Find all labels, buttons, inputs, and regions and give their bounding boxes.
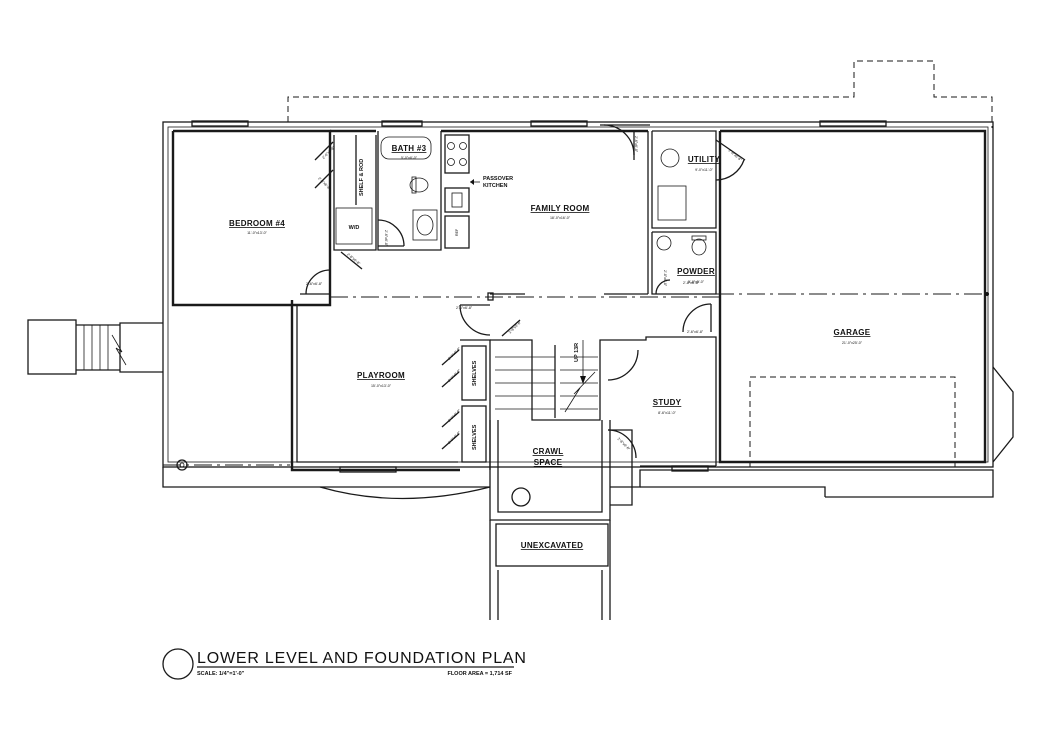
room-name-garage: GARAGE	[834, 328, 871, 337]
kitchen-label: KITCHEN	[483, 183, 507, 189]
room-dim-playroom: 15'-0"x13'-0"	[371, 384, 392, 388]
room-dim-family: 18'-0"x16'-0"	[550, 216, 571, 220]
title-block: LOWER LEVEL AND FOUNDATION PLAN SCALE: 1…	[162, 648, 527, 680]
room-labels: BEDROOM #4 11'-0"x13'-0" BATH #3 5'-0"x8…	[229, 144, 871, 550]
door-label: 2'-8"x6'-8"	[728, 149, 743, 163]
room-name-playroom: PLAYROOM	[357, 371, 405, 380]
shelves-label: SHELVES	[472, 424, 478, 450]
room-name-family: FAMILY ROOM	[531, 204, 590, 213]
shelves-label: SHELVES	[472, 360, 478, 386]
stair-block	[490, 339, 608, 421]
room-name-crawl: CRAWL	[533, 447, 564, 456]
room-dim-utility: 9'-0"x11'-0"	[695, 168, 714, 172]
room-dim-bath: 5'-0"x8'-0"	[401, 156, 418, 160]
bedroom-walls	[171, 129, 377, 307]
crawl-space-walls	[489, 420, 611, 620]
title-bubble	[162, 648, 194, 680]
plan-floor-area: FLOOR AREA = 1,714 SF	[447, 671, 512, 677]
door-label: 2'-6"x6'-8"	[447, 430, 462, 445]
room-name-unexcavated: UNEXCAVATED	[521, 541, 583, 550]
room-dim-powder: 5'-0"x5'-0"	[688, 280, 705, 284]
room-name-space: SPACE	[534, 458, 563, 467]
room-name-powder: POWDER	[677, 267, 715, 276]
study-walls	[608, 336, 717, 506]
playroom-walls	[290, 300, 491, 500]
shelf-rod-label: SHELF & ROD	[359, 159, 365, 196]
room-name-bath: BATH #3	[392, 144, 427, 153]
annotation-labels: SHELF & ROD W/D PASSOVER KITCHEN REF SHE…	[349, 159, 580, 450]
door-label: 2'-6"x6'-8"	[447, 408, 462, 423]
door-label: 2'-6"x6'-8"	[456, 306, 473, 310]
door-label: 2'-8"x6'-8"	[508, 320, 523, 335]
exterior-walls	[162, 121, 1014, 498]
door-label: 2'-6"x6'-8"	[447, 346, 462, 361]
plan-scale: SCALE: 1/4"=1'-0"	[197, 671, 245, 677]
passover-label: PASSOVER	[483, 176, 513, 182]
door-label: 2'-6"x6'-8"	[687, 330, 704, 334]
upper-foundation-outline	[287, 60, 993, 128]
exterior-stair	[27, 319, 163, 375]
room-name-utility: UTILITY	[688, 155, 721, 164]
door-label: 2'-6"x6'-8"	[634, 136, 638, 153]
room-dim-garage: 21'-0"x25'-0"	[842, 341, 863, 345]
door-label: 2'-8"x6'-8"	[663, 270, 667, 287]
bath-walls	[377, 131, 442, 251]
garage-walls	[716, 129, 989, 468]
room-name-bedroom: BEDROOM #4	[229, 219, 285, 228]
room-dim-study: 8'-6"x11'-0"	[658, 411, 677, 415]
door-label: 2'-6"x6'-8"	[306, 282, 323, 286]
door-label: 2'-6"x6'-8"	[384, 230, 388, 247]
room-name-study: STUDY	[653, 398, 682, 407]
passover-kitchen	[444, 134, 480, 249]
ref-label: REF	[455, 228, 459, 236]
door-label: 2'-8"x6'-8"	[346, 252, 361, 266]
doors	[305, 124, 746, 459]
plan-title: LOWER LEVEL AND FOUNDATION PLAN	[197, 650, 527, 667]
stair-up-label: UP 13R	[574, 343, 580, 362]
room-dim-bedroom: 11'-0"x13'-0"	[247, 231, 268, 235]
door-label: 2'-6"x6'-8"	[447, 368, 462, 383]
washer-dryer-label: W/D	[349, 225, 360, 231]
door-label: 2'-8"x6'-8"	[683, 281, 700, 285]
windows	[191, 120, 887, 473]
